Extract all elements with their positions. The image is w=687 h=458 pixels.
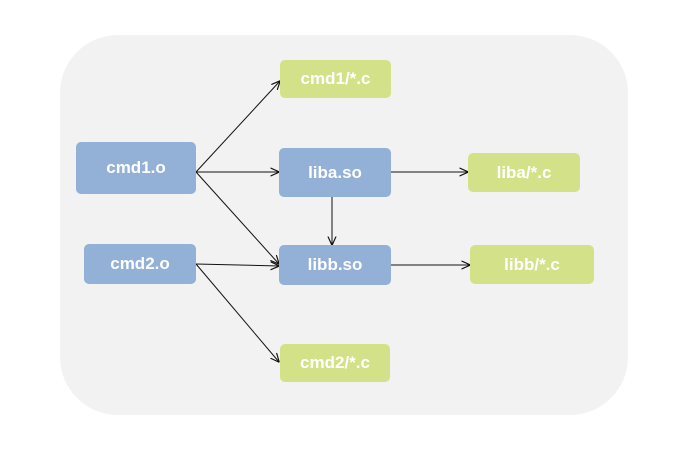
node-liba-c: liba/*.c [468, 153, 580, 192]
node-libb-c: libb/*.c [470, 245, 594, 284]
node-cmd1-c: cmd1/*.c [280, 60, 391, 98]
node-cmd2-o: cmd2.o [84, 244, 196, 284]
node-cmd1-o: cmd1.o [76, 142, 196, 194]
node-liba-so: liba.so [279, 148, 391, 197]
node-libb-so: libb.so [279, 245, 391, 285]
node-cmd2-c: cmd2/*.c [280, 344, 390, 382]
